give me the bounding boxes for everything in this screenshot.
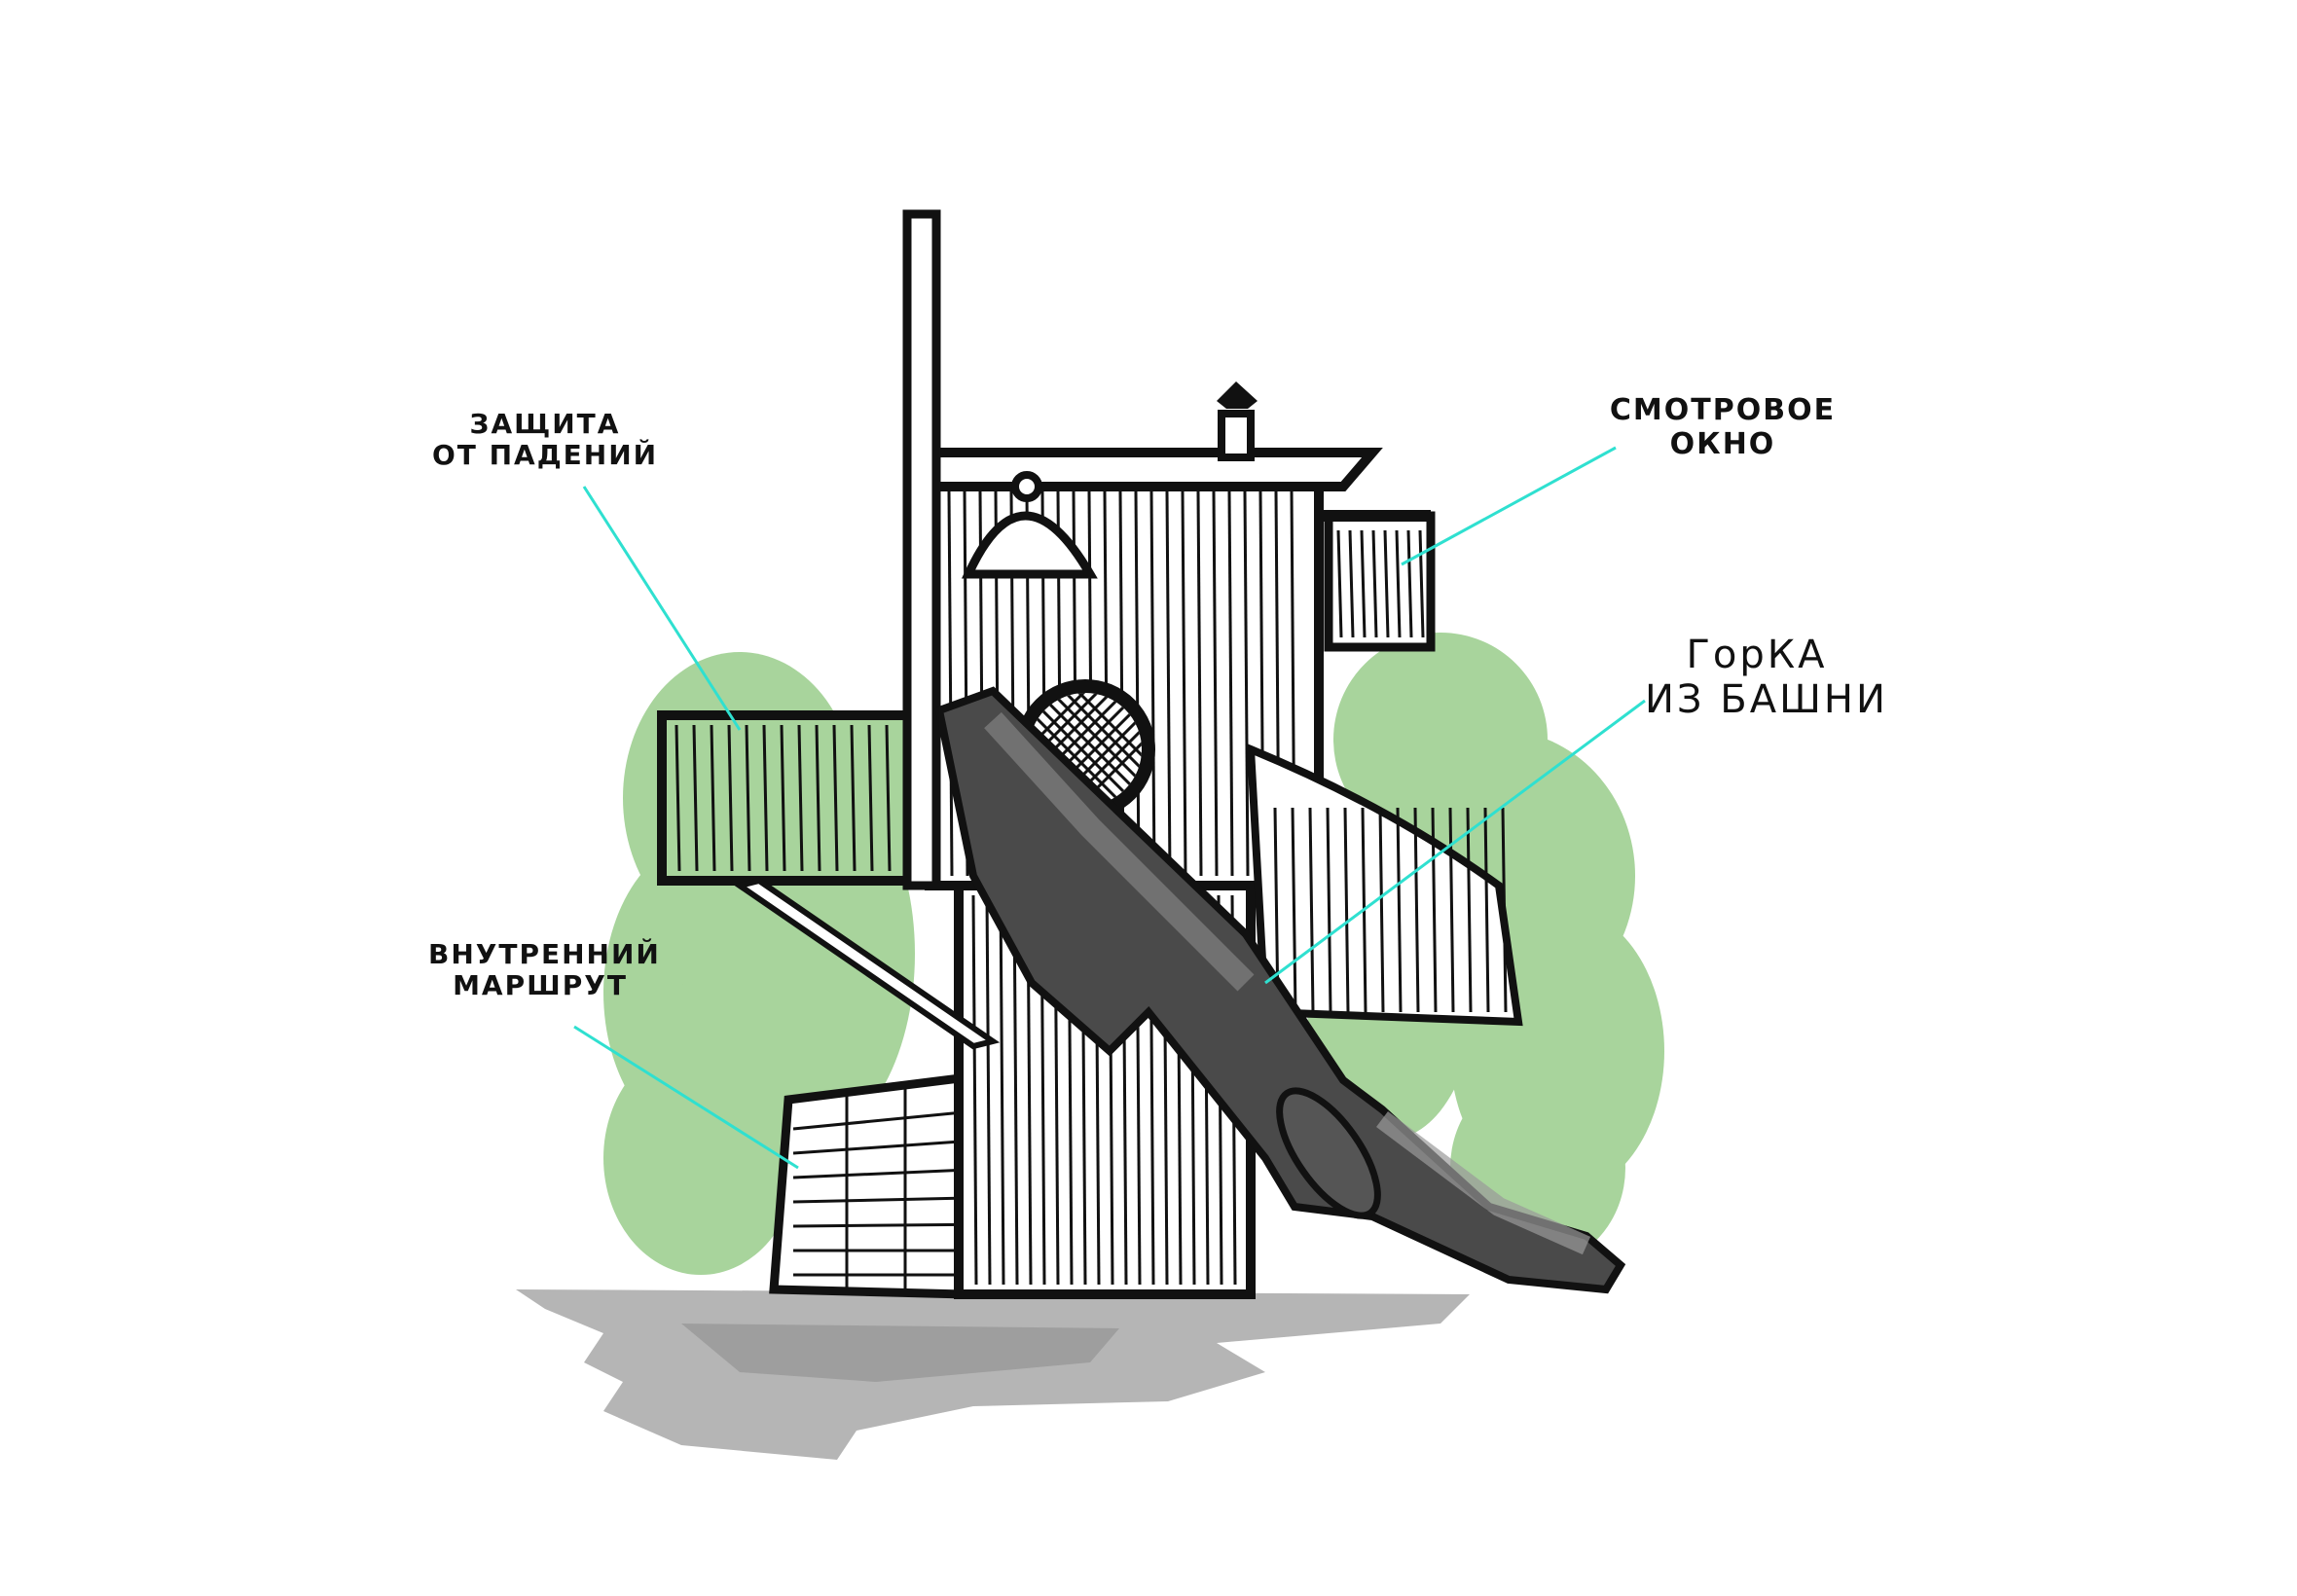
hatch-stroke — [1012, 894, 1019, 1286]
hatch-stroke — [1196, 490, 1203, 877]
hatch-stroke — [1406, 529, 1413, 638]
hatch-stroke — [947, 490, 954, 877]
hatch-stroke — [1360, 529, 1367, 638]
hatch-stroke — [999, 894, 1005, 1286]
label-inner-route-line1: ВНУТРЕННИЙ — [428, 938, 661, 970]
label-inner-route: ВНУТРЕННИЙ МАРШРУТ — [428, 938, 661, 1002]
label-viewing-window: СМОТРОВОЕ ОКНО — [1596, 393, 1849, 461]
hatch-stroke — [1413, 807, 1420, 1013]
hatch-stroke — [710, 724, 716, 872]
hatch-stroke — [1483, 807, 1490, 1013]
label-viewing-window-line2: ОКНО — [1669, 426, 1776, 461]
mesh-stroke — [1029, 693, 1087, 806]
hatch-stroke — [1291, 807, 1297, 1013]
label-viewing-window-line1: СМОТРОВОЕ — [1609, 393, 1837, 427]
leader-viewing-window — [1401, 446, 1617, 566]
fall-protection-balcony — [657, 710, 1001, 1050]
hatch-stroke — [1181, 490, 1187, 877]
label-tower-slide-line2: ИЗ БАШНИ — [1645, 677, 1888, 722]
hatch-stroke — [1165, 490, 1172, 877]
viewing-window-bay — [1319, 510, 1436, 652]
label-inner-route-line2: МАРШРУТ — [453, 969, 628, 1002]
hatch-stroke — [1378, 807, 1385, 1013]
hatch-stroke — [1243, 490, 1250, 877]
leader-lines — [573, 446, 1646, 1170]
ground-shadow — [516, 1289, 1470, 1460]
leader-inner-route — [573, 1025, 799, 1170]
leader-tower-slide — [1264, 699, 1646, 985]
hatch-stroke — [1383, 529, 1390, 638]
hatch-stroke — [1431, 807, 1438, 1013]
tower-slide — [934, 686, 1626, 1294]
stair-railing — [1246, 743, 1523, 1027]
label-fall-protection-line2: ОТ ПАДЕНИЙ — [431, 439, 659, 472]
hatch-stroke — [985, 894, 992, 1286]
hatch-stroke — [1396, 807, 1403, 1013]
hatch-stroke — [1212, 490, 1219, 877]
hatch-stroke — [1395, 529, 1402, 638]
hatch-stroke — [1501, 807, 1508, 1013]
hatch-stroke — [745, 724, 751, 872]
hatch-stroke — [797, 724, 804, 872]
hatch-stroke — [832, 724, 839, 872]
hatch-stroke — [780, 724, 786, 872]
hatch-stroke — [1371, 529, 1378, 638]
hatch-stroke — [1466, 807, 1473, 1013]
hatch-stroke — [692, 724, 699, 872]
hatch-stroke — [1348, 529, 1355, 638]
label-fall-protection-line1: ЗАЩИТА — [469, 408, 621, 440]
hatch-stroke — [675, 724, 681, 872]
hatch-stroke — [1336, 529, 1343, 638]
mesh-stroke — [1029, 693, 1128, 806]
label-fall-protection: ЗАЩИТА ОТ ПАДЕНИЙ — [419, 408, 672, 472]
hatch-stroke — [1134, 490, 1141, 877]
label-tower-slide: ГорКА ИЗ БАШНИ — [1645, 633, 1888, 722]
hatch-stroke — [867, 724, 874, 872]
hatch-stroke — [1418, 529, 1425, 638]
label-tower-slide-line1: ГорКА — [1686, 633, 1828, 677]
hatch-stroke — [815, 724, 821, 872]
hatch-stroke — [1326, 807, 1332, 1013]
hatch-stroke — [1149, 490, 1156, 877]
hatch-stroke — [1308, 807, 1315, 1013]
hatch-stroke — [885, 724, 892, 872]
hatch-stroke — [762, 724, 769, 872]
hatch-stroke — [1227, 490, 1234, 877]
hatch-stroke — [727, 724, 734, 872]
hatch-stroke — [850, 724, 857, 872]
hatch-stroke — [1343, 807, 1350, 1013]
hatch-stroke — [1448, 807, 1455, 1013]
hatch-stroke — [971, 894, 978, 1286]
leader-fall-protection — [582, 486, 742, 731]
